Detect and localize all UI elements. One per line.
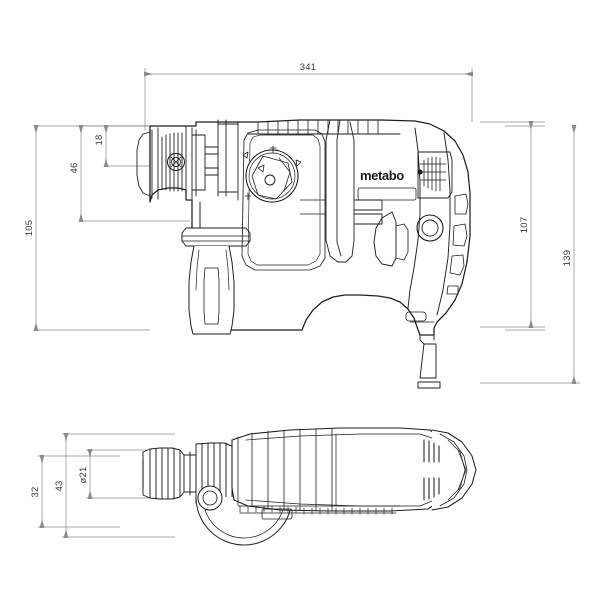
top-view-lower-vents bbox=[237, 505, 401, 520]
dimension-handle-mount-height: 46 bbox=[69, 163, 80, 174]
cord-strain-relief bbox=[405, 311, 441, 389]
dimension-labels-side-view: 341 105 46 18 107 139 bbox=[24, 62, 573, 266]
mode-selector-dial bbox=[242, 145, 302, 203]
dimension-chuck-diameter: ø21 bbox=[78, 467, 89, 484]
trigger-switch bbox=[373, 211, 397, 267]
rear-vent-slots bbox=[417, 151, 453, 199]
rear-handle-grip bbox=[373, 127, 469, 316]
dimension-chuck-collar: 18 bbox=[94, 135, 105, 146]
mode-symbol-chisel bbox=[295, 159, 302, 167]
top-plan-view bbox=[142, 427, 477, 546]
mode-symbol-chisel-adjust bbox=[244, 192, 252, 201]
mode-symbol-hammer-drill bbox=[267, 145, 279, 154]
dimension-labels-top-view: 43 32 ø21 bbox=[30, 467, 89, 498]
top-view-body bbox=[231, 427, 441, 512]
dimension-top-view-width: 43 bbox=[54, 481, 65, 492]
housing-clamp-ribs bbox=[299, 119, 383, 263]
dimension-lines-top-view bbox=[38, 433, 178, 538]
dimension-body-height: 107 bbox=[519, 217, 530, 233]
dimension-top-view-offset: 32 bbox=[30, 487, 41, 498]
mode-symbol-drill bbox=[242, 151, 249, 159]
top-view-chuck bbox=[142, 447, 197, 500]
top-view-rear-housing bbox=[423, 429, 477, 511]
side-elevation-view bbox=[136, 119, 471, 389]
auxiliary-side-handle bbox=[181, 199, 251, 335]
dimension-overall-height: 139 bbox=[562, 250, 573, 266]
dimension-lines-side-view bbox=[33, 68, 580, 384]
dimension-chuck-axis-height: 105 bbox=[24, 220, 35, 236]
top-vent-slots bbox=[247, 119, 401, 135]
dimension-overall-length: 341 bbox=[300, 62, 316, 73]
metabo-logo: metabo bbox=[360, 168, 404, 183]
chuck-collar-block bbox=[195, 119, 239, 201]
mode-symbol-drill-only bbox=[257, 164, 265, 173]
lock-button bbox=[416, 214, 444, 242]
